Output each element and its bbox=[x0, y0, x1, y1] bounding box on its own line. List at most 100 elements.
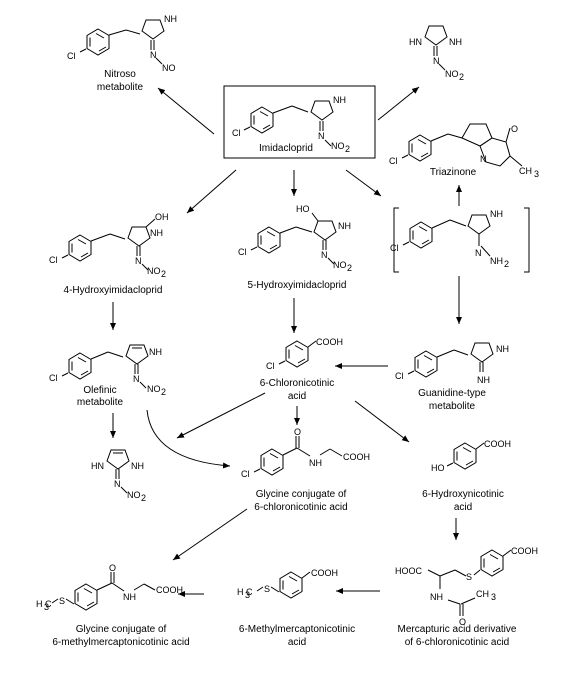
right-bracket bbox=[524, 207, 530, 273]
atom-o: O bbox=[511, 124, 518, 134]
atom-cl: Cl bbox=[238, 247, 247, 257]
atom-hn: HN bbox=[409, 37, 422, 47]
aminoguanidine-intermediate-structure: Cl NH N NH 2 bbox=[390, 207, 530, 273]
atom-n: N bbox=[150, 50, 157, 60]
label-nitroso-1: Nitroso bbox=[104, 69, 136, 80]
atom-cooh: COOH bbox=[311, 568, 338, 578]
label-5-hydroxyimidacloprid: 5-Hydroxyimidacloprid bbox=[248, 280, 347, 291]
imidacloprid-box bbox=[223, 85, 376, 159]
nitroimino-imidazoline-structure: HN NH N NO 2 bbox=[91, 449, 146, 503]
atom-sub2: 2 bbox=[161, 387, 166, 397]
atom-no2: NO bbox=[127, 490, 141, 500]
atom-oh: OH bbox=[155, 212, 169, 222]
atom-n: N bbox=[475, 248, 482, 258]
label-glycine-cl-2: 6-chloronicotinic acid bbox=[254, 502, 347, 513]
arrow-olefinic-curve bbox=[146, 409, 231, 469]
atom-cl: Cl bbox=[395, 371, 404, 381]
atom-h3c: H C bbox=[36, 599, 52, 609]
atom-no2: NO bbox=[333, 260, 347, 270]
atom-hn: HN bbox=[91, 461, 104, 471]
atom-cl: Cl bbox=[49, 373, 58, 383]
atom-ch3: CH bbox=[519, 166, 532, 176]
atom-cooh: COOH bbox=[511, 546, 538, 556]
label-glycine-cl-1: Glycine conjugate of bbox=[256, 489, 347, 500]
atom-sub2: 2 bbox=[347, 263, 352, 273]
atom-nh: NH bbox=[333, 95, 346, 105]
atom-ch3: CH bbox=[476, 589, 489, 599]
atom-o: O bbox=[459, 617, 466, 627]
atom-nh: NH bbox=[123, 592, 136, 602]
atom-nh-imine: NH bbox=[477, 375, 490, 385]
atom-n: N bbox=[135, 256, 142, 266]
atom-sub2: 2 bbox=[504, 259, 509, 269]
label-hydroxynicotinic-1: 6-Hydroxynicotinic bbox=[422, 489, 504, 500]
guanidine-metabolite-structure: Cl NH NH Guanidine-type metabolite bbox=[395, 342, 509, 412]
label-hydroxynicotinic-2: acid bbox=[454, 502, 472, 513]
atom-sub2: 2 bbox=[459, 72, 464, 82]
atom-sub3: 3 bbox=[491, 592, 496, 602]
6-hydroxynicotinic-acid-structure: HO COOH 6-Hydroxynicotinic acid bbox=[422, 439, 511, 513]
atom-no2: NO bbox=[331, 141, 345, 151]
atom-cl: Cl bbox=[67, 51, 76, 61]
atom-nh: NH bbox=[430, 592, 443, 602]
atom-cooh: COOH bbox=[484, 439, 511, 449]
nitroso-structure: Cl NH N NO Nitroso metabolite bbox=[67, 14, 177, 93]
label-triazinone: Triazinone bbox=[430, 167, 477, 178]
atom-cl: Cl bbox=[232, 128, 241, 138]
atom-n: N bbox=[318, 131, 325, 141]
atom-nh: NH bbox=[149, 347, 162, 357]
reaction-arrows bbox=[110, 86, 462, 597]
atom-nh: NH bbox=[490, 209, 503, 219]
atom-nh: NH bbox=[131, 461, 144, 471]
label-chloronicotinic-2: acid bbox=[288, 391, 306, 402]
arrow-to-4-hydroxy bbox=[186, 169, 237, 214]
atom-no2: NO bbox=[147, 384, 161, 394]
label-4-hydroxyimidacloprid: 4-Hydroxyimidacloprid bbox=[64, 285, 163, 296]
atom-cooh: COOH bbox=[343, 452, 370, 462]
atom-no2: NO bbox=[147, 266, 161, 276]
left-bracket bbox=[393, 207, 399, 273]
label-nitroso-2: metabolite bbox=[97, 82, 144, 93]
atom-nh: NH bbox=[164, 14, 177, 24]
atom-nh: NH bbox=[496, 344, 509, 354]
atom-nh: NH bbox=[150, 228, 163, 238]
mercapturic-acid-structure: S COOH HOOC NH O CH 3 Mercapturic acid d… bbox=[395, 546, 538, 648]
label-mercapturic-2: of 6-chloronicotinic acid bbox=[405, 637, 510, 648]
atom-no2: NO bbox=[445, 69, 459, 79]
arrow-to-intermediate bbox=[345, 169, 382, 197]
atom-no: NO bbox=[162, 63, 176, 73]
atom-h3c: H C bbox=[237, 587, 253, 597]
atom-s: S bbox=[59, 596, 65, 606]
4-hydroxyimidacloprid-structure: Cl OH NH N NO 2 4-Hydroxyimidacloprid bbox=[49, 212, 169, 296]
atom-hooc: HOOC bbox=[395, 566, 423, 576]
arrow-acid-to-left bbox=[176, 392, 266, 439]
atom-s: S bbox=[466, 572, 472, 582]
atom-sub3: 3 bbox=[44, 602, 49, 612]
atom-cl: Cl bbox=[266, 361, 275, 371]
arrow-to-glycine-ms bbox=[172, 508, 248, 561]
label-guanidine-1: Guanidine-type bbox=[418, 388, 486, 399]
atom-sub3: 3 bbox=[534, 169, 539, 179]
6-methylmercaptonicotinic-acid-structure: H C 3 S COOH 6-Methylmercaptonicotinic a… bbox=[237, 568, 355, 648]
atom-ho: HO bbox=[431, 463, 445, 473]
atom-n: N bbox=[321, 250, 328, 260]
glycine-conjugate-ms-structure: H C 3 S O NH COOH Glycine conjugate of 6… bbox=[36, 563, 190, 648]
arrow-to-nitroimino-fragment bbox=[377, 86, 420, 121]
label-mercapturic-1: Mercapturic acid derivative bbox=[398, 624, 517, 635]
atom-nh: NH bbox=[449, 37, 462, 47]
atom-cl: Cl bbox=[241, 469, 250, 479]
atom-sub3: 3 bbox=[245, 590, 250, 600]
atom-cl: Cl bbox=[49, 255, 58, 265]
atom-s: S bbox=[264, 584, 270, 594]
label-glycine-ms-1: Glycine conjugate of bbox=[76, 624, 167, 635]
label-olefinic-1: Olefinic bbox=[83, 385, 116, 396]
atom-cooh: COOH bbox=[316, 337, 343, 347]
atom-cooh: COOH bbox=[156, 585, 183, 595]
atom-cl: Cl bbox=[390, 243, 399, 253]
atom-o: O bbox=[294, 427, 301, 437]
6-chloronicotinic-acid-structure: Cl COOH 6-Chloronicotinic acid bbox=[260, 337, 343, 402]
label-olefinic-2: metabolite bbox=[77, 397, 124, 408]
5-hydroxyimidacloprid-structure: Cl HO NH N NO 2 5-Hydroxyimidacloprid bbox=[238, 204, 352, 291]
label-methylmercapto-1: 6-Methylmercaptonicotinic bbox=[239, 624, 355, 635]
label-methylmercapto-2: acid bbox=[288, 637, 306, 648]
